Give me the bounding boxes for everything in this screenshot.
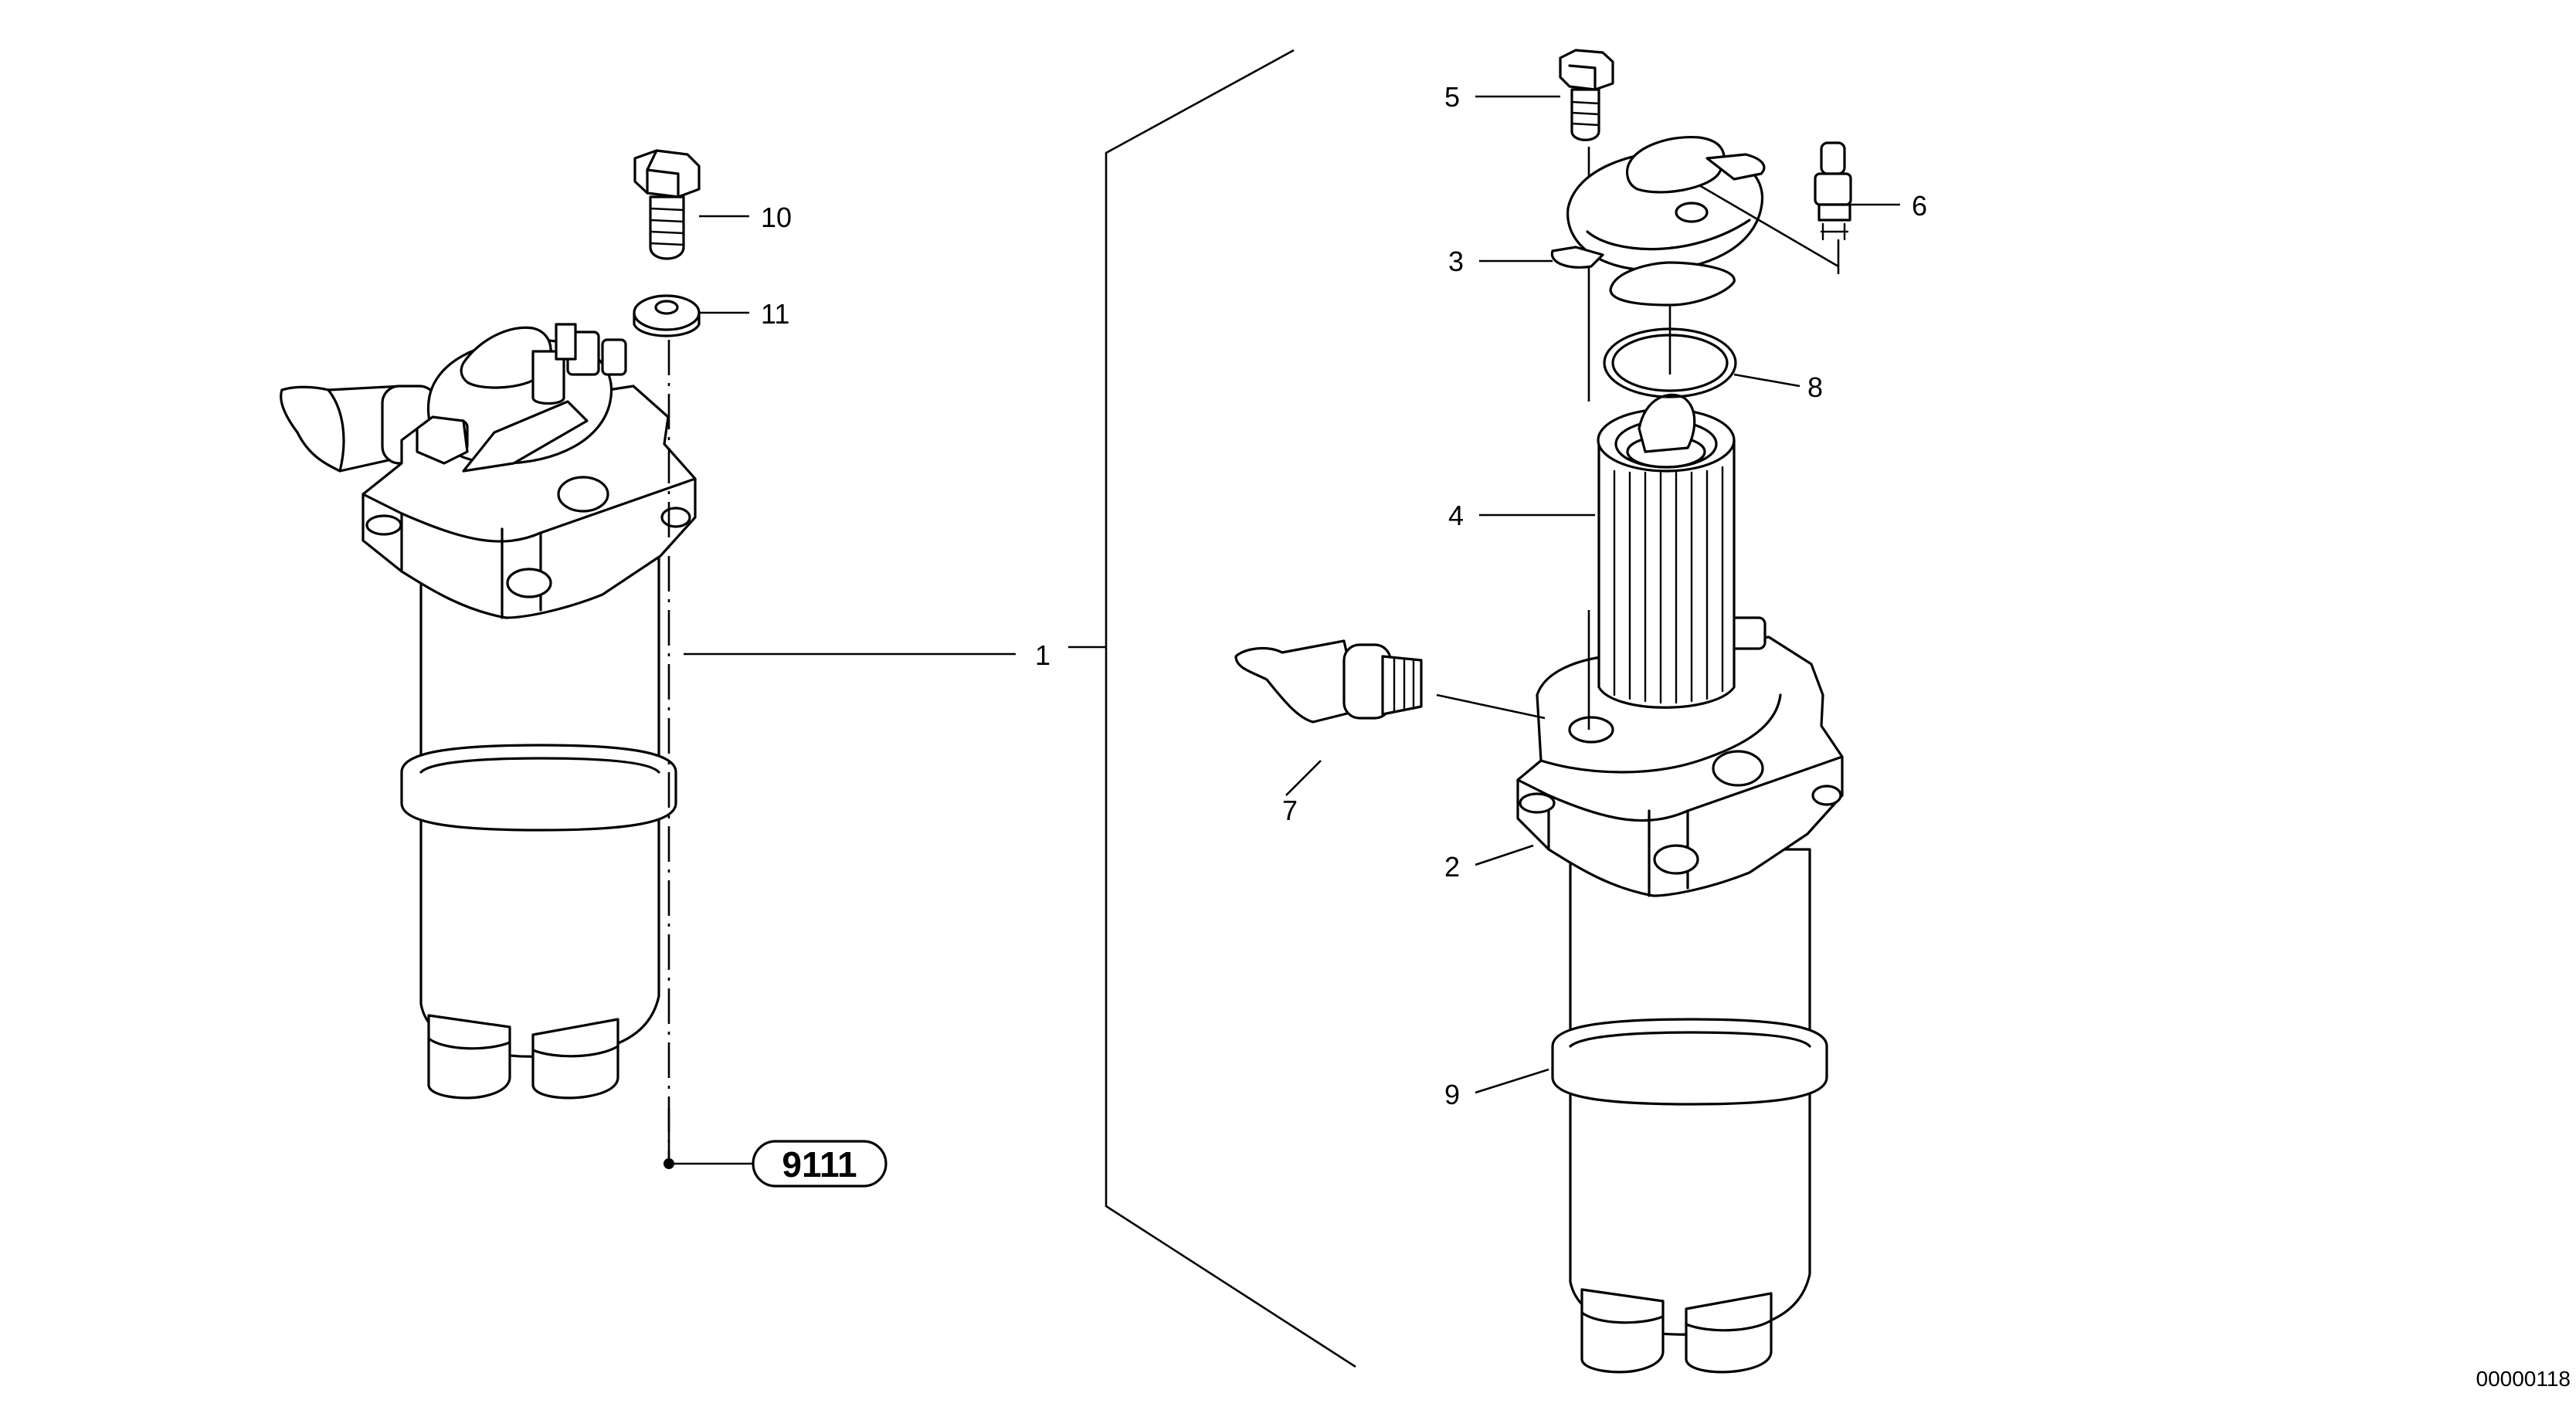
callout-4: 4 (1448, 500, 1595, 531)
svg-text:11: 11 (761, 298, 789, 330)
callout-1: 1 (684, 639, 1106, 671)
callout-11: 11 (699, 298, 789, 330)
svg-text:5: 5 (1444, 81, 1460, 113)
svg-text:8: 8 (1807, 371, 1823, 403)
part-4-filter-element (1597, 393, 1736, 709)
part-9-filter-bowl (1551, 848, 1828, 1374)
part-6-sensor (1699, 141, 1852, 274)
exploded-filter (1234, 49, 1852, 1374)
callout-3: 3 (1448, 246, 1553, 277)
part-8-o-ring (1603, 327, 1737, 398)
callout-6: 6 (1850, 190, 1927, 222)
callout-2: 2 (1444, 844, 1534, 883)
svg-text:9111: 9111 (782, 1144, 857, 1185)
svg-text:6: 6 (1912, 190, 1927, 222)
callout-8: 8 (1733, 371, 1823, 403)
part-5-bolt (1559, 49, 1614, 141)
svg-text:3: 3 (1448, 246, 1464, 277)
assembled-filter-bowl (400, 554, 677, 1100)
drawing-number: 00000118 (2476, 1367, 2571, 1391)
part-7-hose-connector (1234, 639, 1546, 724)
assembly-bracket (1105, 49, 1356, 1368)
svg-text:4: 4 (1448, 500, 1464, 531)
svg-text:10: 10 (761, 202, 792, 233)
part-11-washer (633, 294, 701, 337)
callout-5: 5 (1444, 81, 1560, 113)
svg-text:7: 7 (1282, 795, 1298, 826)
part-3-cover (1550, 136, 1766, 307)
svg-text:9: 9 (1444, 1079, 1460, 1110)
callout-10: 10 (699, 202, 792, 233)
assembled-filter (280, 149, 753, 1169)
svg-text:2: 2 (1444, 851, 1460, 883)
callout-7: 7 (1282, 760, 1322, 826)
part-10-bolt (633, 149, 701, 260)
part-2-filter-head (1516, 616, 1844, 897)
svg-text:1: 1 (1035, 639, 1050, 671)
reference-group-badge[interactable]: 9111 (752, 1140, 888, 1188)
callout-9: 9 (1444, 1068, 1549, 1110)
